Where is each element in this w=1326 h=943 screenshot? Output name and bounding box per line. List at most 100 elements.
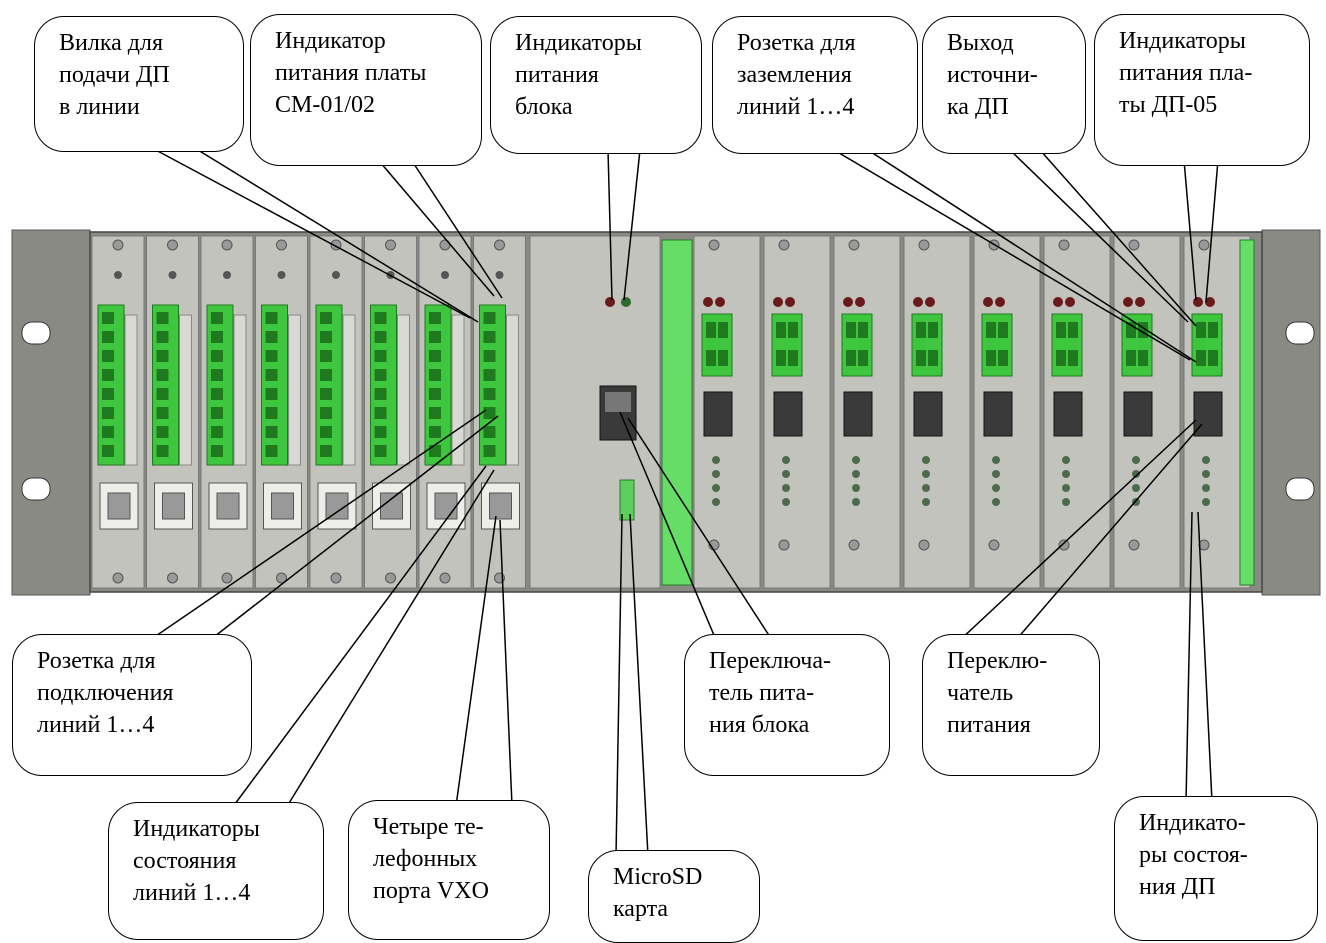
connector-pin-1-1 (102, 331, 114, 343)
control-panel (529, 235, 661, 589)
connector-pin-5-0 (320, 312, 332, 324)
callout-vxo-phone-ports: Четыре те- лефонных порта VXO (348, 800, 550, 940)
dp-status-led-1-0 (712, 456, 720, 464)
dp-led-red-3 (843, 297, 853, 307)
connector-pin-4-2 (265, 350, 278, 362)
dp-status-led-2-0 (782, 456, 790, 464)
leader-line-connection-socket-b (209, 415, 499, 641)
dp-led-red2-7 (1135, 297, 1145, 307)
dp-led-red-6 (1053, 297, 1063, 307)
rj-port-inner-1 (107, 492, 131, 520)
dp-status-led-4-1 (922, 470, 930, 478)
dp-led-red2-3 (855, 297, 865, 307)
dp-led-red-2 (773, 297, 783, 307)
rj-port-inner-8 (489, 492, 512, 520)
dp-switch-4 (913, 391, 943, 437)
connector-pin-8-1 (483, 331, 496, 343)
dp-screw-bottom-4 (918, 539, 930, 551)
dp-status-led-3-1 (852, 470, 860, 478)
led-4 (277, 271, 286, 279)
dp-status-led-8-3 (1202, 498, 1210, 506)
callout-line-connection-socket: Розетка для подключения линий 1…4 (12, 634, 252, 776)
dp-screw-bottom-7 (1128, 539, 1140, 551)
dp-pin-a-8 (1196, 322, 1206, 338)
callout-plug-dp-lines: Вилка для подачи ДП в линии (34, 16, 244, 152)
screw-top-2 (167, 239, 178, 251)
connector-pin-6-1 (374, 331, 387, 343)
dp-switch-2 (773, 391, 803, 437)
mount-hole-left-0 (21, 321, 51, 345)
connector-pin-7-2 (429, 350, 441, 362)
callout-power-switch: Переклю- чатель питания (922, 634, 1100, 776)
connector-pin-3-2 (211, 350, 223, 362)
connector-pin-6-0 (374, 312, 387, 324)
dp-status-led-3-3 (852, 498, 860, 506)
dp-led-red-5 (983, 297, 993, 307)
dp-screw-bottom-3 (848, 539, 860, 551)
connector-pin-5-1 (320, 331, 332, 343)
led-8 (495, 271, 504, 279)
leader-block-power-switch-a (619, 411, 717, 641)
leader-line-status-indicators-a (231, 465, 487, 809)
dp-screw-top-1 (708, 239, 720, 251)
connector-pin-7-3 (429, 369, 441, 381)
dp-screw-bottom-2 (778, 539, 790, 551)
connector-pin-2-2 (156, 350, 169, 362)
dp-status-led-1-3 (712, 498, 720, 506)
led-2 (168, 271, 177, 279)
mount-hole-right-0 (1285, 321, 1315, 345)
connector-pin-5-4 (320, 388, 332, 400)
dp-switch-5 (983, 391, 1013, 437)
dp-status-led-8-2 (1202, 484, 1210, 492)
connector-pin-4-7 (265, 445, 278, 457)
dp-switch-7 (1123, 391, 1153, 437)
connector-pin-1-7 (102, 445, 114, 457)
dp-pin-a-4 (916, 322, 926, 338)
led-3 (223, 271, 231, 279)
led-1 (114, 271, 122, 279)
connector-pin-6-2 (374, 350, 387, 362)
dp-led-red-1 (703, 297, 713, 307)
card-strip-2 (179, 314, 192, 466)
leader-dp-status-indicators-a (1185, 511, 1193, 803)
screw-top-3 (221, 239, 233, 251)
dp-status-led-4-2 (922, 484, 930, 492)
leader-vxo-phone-ports-b (499, 519, 513, 807)
connector-pin-4-6 (265, 426, 278, 438)
dp-screw-top-4 (918, 239, 930, 251)
dp-pin-a-2 (776, 322, 786, 338)
callout-line-status-indicators: Индикаторы состояния линий 1…4 (108, 802, 324, 940)
connector-pin-1-4 (102, 388, 114, 400)
dp-led-red2-2 (785, 297, 795, 307)
dp-led-red-7 (1123, 297, 1133, 307)
leader-power-indicators-dp05-b (1205, 159, 1219, 303)
callout-block-power-indicators: Индикаторы питания блока (490, 16, 702, 154)
screw-bottom-7 (439, 572, 451, 584)
green-rail-left (661, 239, 693, 586)
connector-pin-8-5 (483, 407, 496, 419)
connector-pin-8-4 (483, 388, 496, 400)
connector-pin-2-7 (156, 445, 169, 457)
dp-pin-d-2 (788, 350, 798, 366)
dp-screw-top-3 (848, 239, 860, 251)
connector-pin-4-1 (265, 331, 278, 343)
leader-microsd-card-a (615, 513, 623, 857)
screw-bottom-6 (385, 572, 396, 584)
callout-dp-status-indicators: Индикато- ры состоя- ния ДП (1114, 796, 1318, 941)
connector-pin-4-5 (265, 407, 278, 419)
screw-top-4 (276, 239, 287, 251)
dp-status-led-4-3 (922, 498, 930, 506)
dp-status-led-2-3 (782, 498, 790, 506)
connector-pin-5-7 (320, 445, 332, 457)
dp-pin-a-7 (1126, 322, 1136, 338)
dp-pin-c-7 (1126, 350, 1136, 366)
connector-pin-4-4 (265, 388, 278, 400)
dp-switch-8 (1193, 391, 1223, 437)
dp-pin-b-4 (928, 322, 938, 338)
dp-status-led-3-2 (852, 484, 860, 492)
connector-pin-3-6 (211, 426, 223, 438)
leader-power-indicator-cm-b (413, 163, 503, 299)
screw-top-8 (494, 239, 505, 251)
connector-pin-8-0 (483, 312, 496, 324)
led-7 (441, 271, 449, 279)
